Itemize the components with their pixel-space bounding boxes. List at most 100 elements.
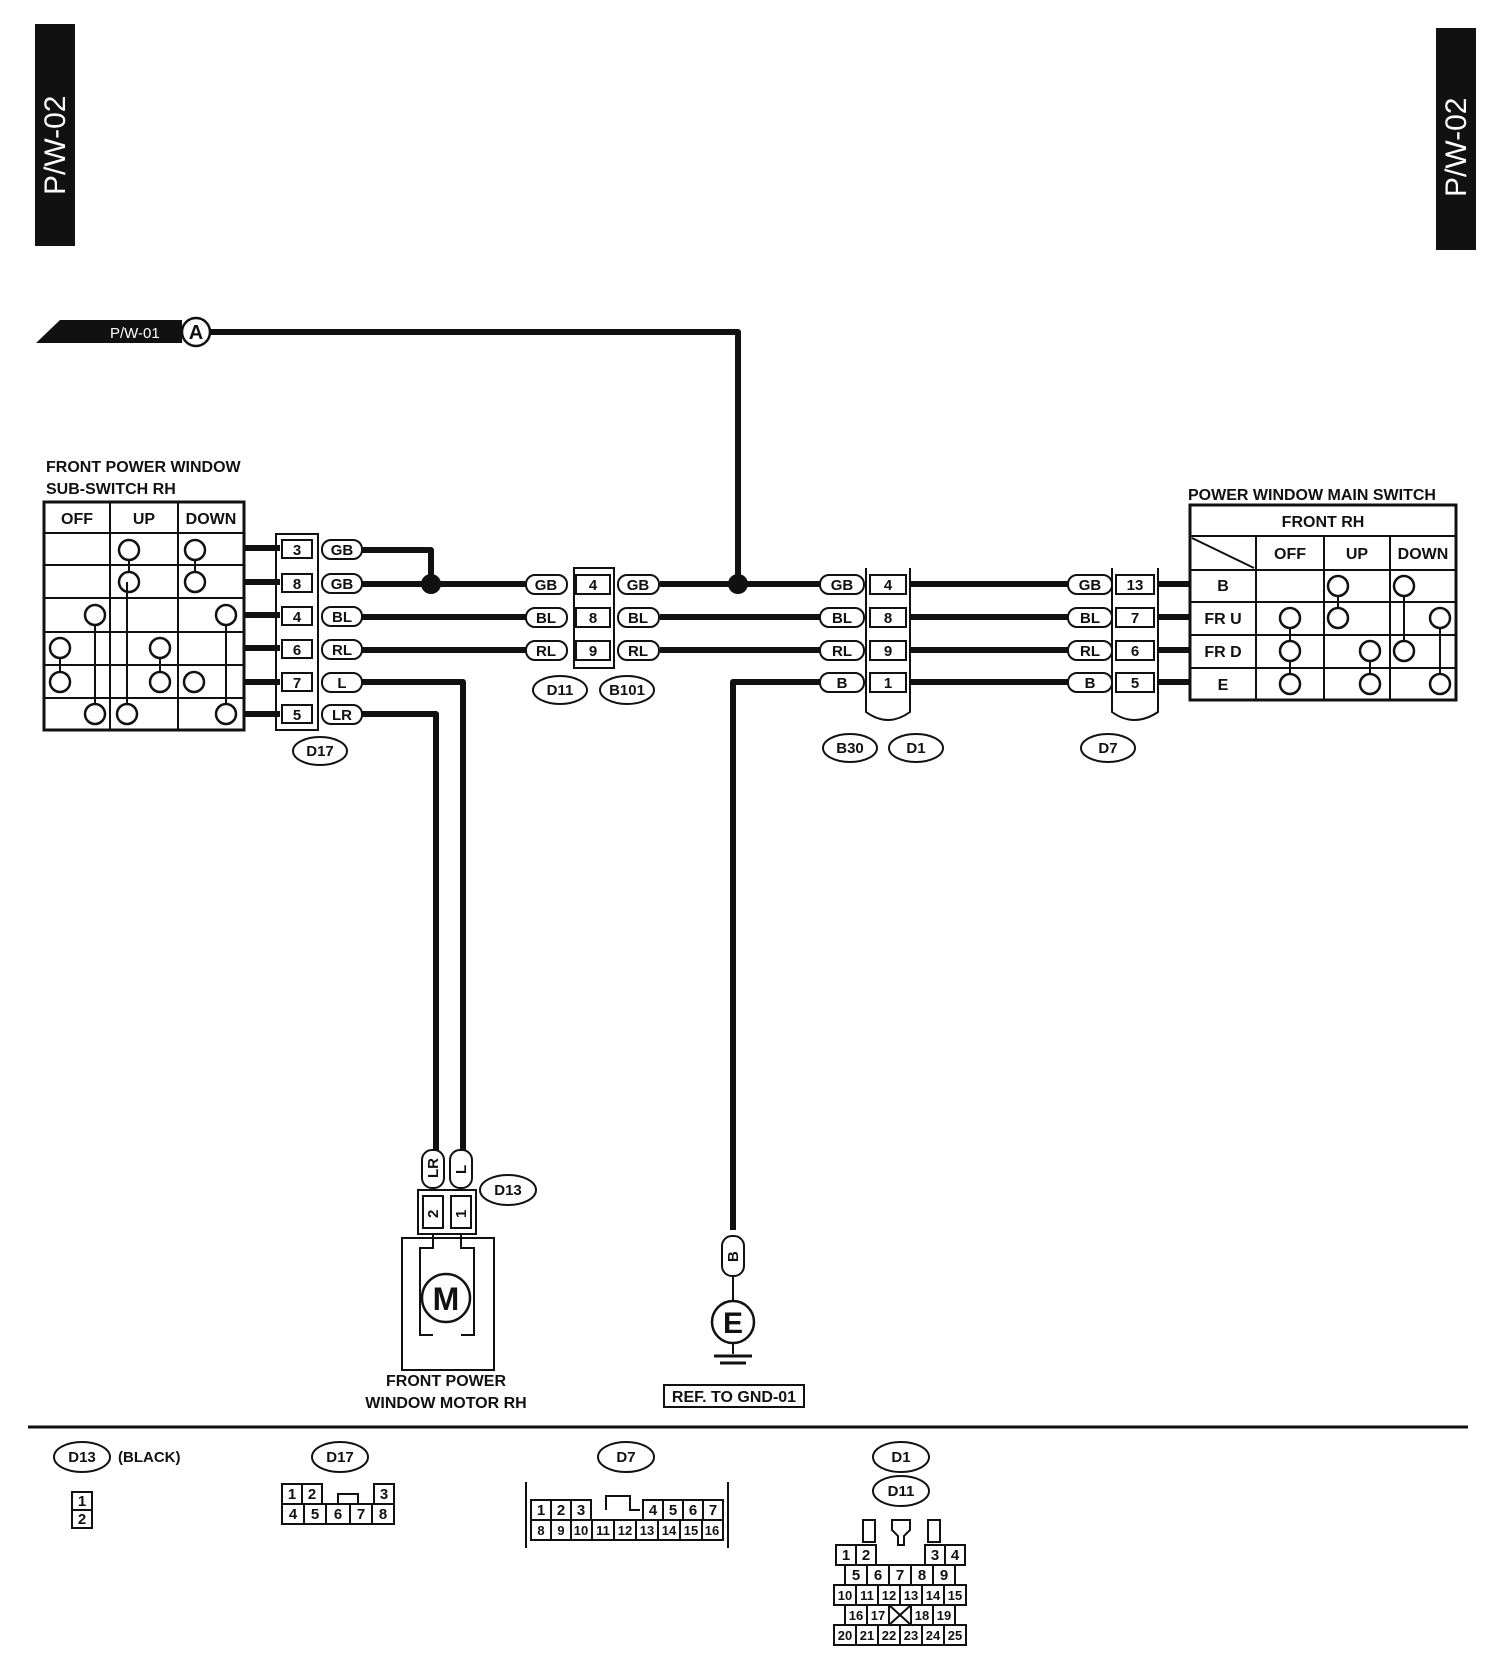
- svg-text:RL: RL: [832, 643, 852, 660]
- svg-text:FR U: FR U: [1204, 611, 1241, 628]
- svg-text:5: 5: [852, 1567, 860, 1584]
- svg-text:7: 7: [1131, 610, 1139, 627]
- svg-text:E: E: [723, 1307, 743, 1340]
- legend-d17: D17 1 2 3 4 5 6 7 8: [281, 1441, 395, 1525]
- svg-text:POWER WINDOW MAIN SWITCH: POWER WINDOW MAIN SWITCH: [1188, 487, 1436, 504]
- legend-d1-d11: D1 D11 1 2 3 4 5 6 7 8 9 10 11 12: [833, 1441, 967, 1646]
- svg-text:GB: GB: [535, 577, 558, 594]
- svg-text:B: B: [1085, 675, 1096, 692]
- svg-text:(BLACK): (BLACK): [118, 1449, 180, 1466]
- svg-text:B: B: [1217, 578, 1229, 595]
- svg-text:4: 4: [289, 1506, 298, 1523]
- svg-text:BL: BL: [628, 610, 648, 627]
- svg-text:8: 8: [293, 576, 301, 593]
- svg-text:GB: GB: [831, 577, 854, 594]
- svg-text:2: 2: [308, 1486, 316, 1503]
- svg-text:8: 8: [379, 1506, 387, 1523]
- svg-text:6: 6: [874, 1567, 882, 1584]
- svg-text:9: 9: [557, 1523, 564, 1538]
- svg-text:BL: BL: [1080, 610, 1100, 627]
- svg-text:7: 7: [293, 675, 301, 692]
- svg-text:FRONT POWER: FRONT POWER: [386, 1373, 506, 1390]
- legend-d7: D7 1 2 3 4 5 6 7 8 9 10 11 12 13 14: [525, 1441, 729, 1548]
- ground: B E REF. TO GND-01: [663, 1235, 805, 1408]
- svg-text:D13: D13: [494, 1182, 522, 1199]
- front-power-window-motor-rh: LR L 2 1 D13 M FRONT POWER WINDOW MOTOR …: [365, 1149, 537, 1412]
- svg-text:1: 1: [537, 1502, 545, 1519]
- svg-text:5: 5: [1131, 675, 1139, 692]
- svg-text:2: 2: [425, 1210, 442, 1218]
- svg-text:D1: D1: [891, 1449, 910, 1466]
- svg-text:E: E: [1218, 677, 1229, 694]
- page-tab-right: P/W-02: [1436, 28, 1476, 250]
- connector-d7: GB BL RL B 13 7 6 5 D7: [1067, 568, 1159, 763]
- svg-text:22: 22: [882, 1628, 896, 1643]
- wires: [211, 329, 1190, 1230]
- svg-text:13: 13: [1127, 577, 1144, 594]
- svg-text:23: 23: [904, 1628, 918, 1643]
- svg-text:3: 3: [931, 1547, 939, 1564]
- svg-text:15: 15: [948, 1588, 962, 1603]
- svg-text:14: 14: [662, 1523, 677, 1538]
- svg-text:5: 5: [293, 707, 301, 724]
- svg-text:SUB-SWITCH RH: SUB-SWITCH RH: [46, 481, 176, 498]
- svg-text:13: 13: [904, 1588, 918, 1603]
- svg-text:DOWN: DOWN: [186, 511, 237, 528]
- svg-text:FRONT RH: FRONT RH: [1282, 514, 1365, 531]
- svg-text:A: A: [189, 322, 203, 344]
- svg-text:D17: D17: [326, 1449, 354, 1466]
- svg-text:GB: GB: [331, 576, 354, 593]
- svg-text:6: 6: [334, 1506, 342, 1523]
- svg-text:18: 18: [915, 1608, 929, 1623]
- svg-text:7: 7: [896, 1567, 904, 1584]
- svg-text:D13: D13: [68, 1449, 96, 1466]
- svg-text:9: 9: [589, 643, 597, 660]
- svg-text:D1: D1: [906, 740, 925, 757]
- svg-text:11: 11: [860, 1588, 874, 1603]
- svg-text:2: 2: [557, 1502, 565, 1519]
- svg-text:RL: RL: [536, 643, 556, 660]
- svg-text:17: 17: [871, 1608, 885, 1623]
- splice-dot-a: [728, 574, 748, 594]
- svg-text:1: 1: [288, 1486, 296, 1503]
- svg-text:13: 13: [640, 1523, 654, 1538]
- svg-text:14: 14: [926, 1588, 941, 1603]
- svg-text:15: 15: [684, 1523, 698, 1538]
- svg-text:REF. TO GND-01: REF. TO GND-01: [672, 1389, 796, 1406]
- svg-text:1: 1: [842, 1547, 850, 1564]
- svg-text:11: 11: [596, 1523, 610, 1538]
- svg-text:OFF: OFF: [1274, 546, 1306, 563]
- d17-wire-labels: GB GB BL RL L LR: [321, 539, 363, 725]
- power-window-main-switch: POWER WINDOW MAIN SWITCH FRONT RH OFF UP…: [1188, 487, 1458, 702]
- svg-text:GB: GB: [1079, 577, 1102, 594]
- d17-pin-row: 3 8 4 6 7 5: [281, 539, 313, 724]
- svg-text:19: 19: [937, 1608, 951, 1623]
- svg-text:D7: D7: [1098, 740, 1117, 757]
- svg-text:4: 4: [884, 577, 893, 594]
- svg-text:1: 1: [884, 675, 892, 692]
- svg-text:DOWN: DOWN: [1398, 546, 1449, 563]
- svg-text:D11: D11: [888, 1483, 915, 1500]
- svg-text:6: 6: [689, 1502, 697, 1519]
- svg-text:P/W-01: P/W-01: [110, 325, 160, 342]
- svg-text:RL: RL: [628, 643, 648, 660]
- svg-text:P/W-02: P/W-02: [1440, 98, 1473, 197]
- svg-text:9: 9: [884, 643, 892, 660]
- svg-text:BL: BL: [832, 610, 852, 627]
- svg-text:24: 24: [926, 1628, 941, 1643]
- svg-text:8: 8: [589, 610, 597, 627]
- svg-text:8: 8: [537, 1523, 544, 1538]
- svg-text:4: 4: [589, 577, 598, 594]
- svg-text:GB: GB: [331, 542, 354, 559]
- svg-text:P/W-02: P/W-02: [39, 96, 72, 195]
- svg-text:LR: LR: [425, 1158, 442, 1178]
- svg-text:FRONT POWER WINDOW: FRONT POWER WINDOW: [46, 459, 242, 476]
- svg-text:1: 1: [78, 1493, 86, 1510]
- svg-text:21: 21: [860, 1628, 874, 1643]
- connector-b30-d1: GB BL RL B 4 8 9 1 B30 D1: [819, 568, 944, 763]
- svg-text:BL: BL: [536, 610, 556, 627]
- svg-text:10: 10: [574, 1523, 588, 1538]
- svg-text:3: 3: [293, 542, 301, 559]
- svg-text:12: 12: [618, 1523, 632, 1538]
